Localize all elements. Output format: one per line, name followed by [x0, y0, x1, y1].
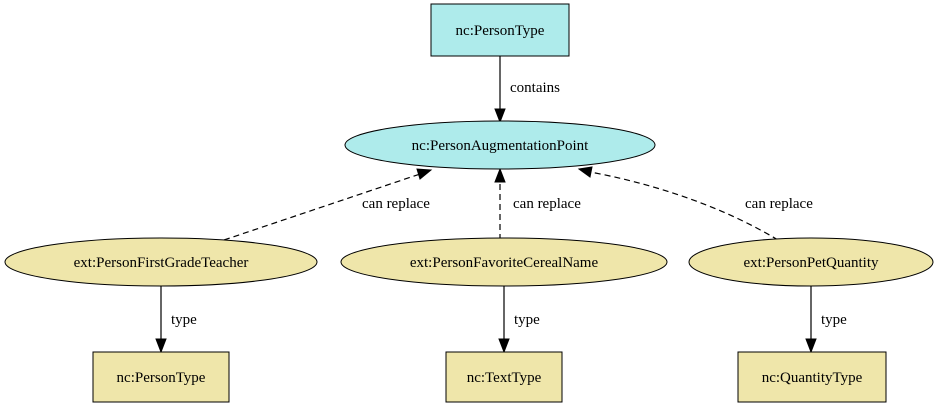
node-pet-quantity-label: ext:PersonPetQuantity [744, 255, 879, 271]
edge-label-type-3: type [821, 312, 847, 328]
node-favorite-cereal-name[interactable]: ext:PersonFavoriteCerealName [340, 237, 668, 287]
node-text-type-label: nc:TextType [467, 370, 542, 386]
node-quantity-type-shape [737, 351, 887, 403]
node-first-grade-teacher-shape [4, 237, 318, 287]
edge-label-contains: contains [510, 80, 560, 96]
edge-label-can-replace-1: can replace [362, 196, 430, 212]
edge-contains: contains [494, 56, 560, 124]
edge-can-replace-teacher: can replace [223, 168, 433, 241]
edge-can-replace-pet: can replace [577, 166, 813, 241]
edge-label-type-1: type [171, 312, 197, 328]
node-person-type-top-label: nc:PersonType [456, 23, 545, 39]
node-person-type-top[interactable]: nc:PersonType [430, 3, 570, 57]
node-quantity-type[interactable]: nc:QuantityType [737, 351, 887, 403]
edge-can-replace-cereal: can replace [494, 167, 581, 240]
node-favorite-cereal-name-label: ext:PersonFavoriteCerealName [410, 255, 599, 271]
node-text-type-shape [445, 351, 563, 403]
node-favorite-cereal-name-shape [340, 237, 668, 287]
node-first-grade-teacher[interactable]: ext:PersonFirstGradeTeacher [4, 237, 318, 287]
node-person-type-bottom[interactable]: nc:PersonType [92, 351, 230, 403]
edge-label-type-2: type [514, 312, 540, 328]
node-augmentation-point[interactable]: nc:PersonAugmentationPoint [344, 120, 656, 170]
node-first-grade-teacher-label: ext:PersonFirstGradeTeacher [74, 255, 249, 271]
edge-type-cereal: type [498, 286, 540, 354]
edge-type-pet: type [805, 286, 847, 354]
edge-label-can-replace-3: can replace [745, 196, 813, 212]
edge-type-teacher: type [155, 286, 197, 354]
node-pet-quantity[interactable]: ext:PersonPetQuantity [688, 237, 934, 287]
node-augmentation-point-label: nc:PersonAugmentationPoint [412, 138, 589, 154]
node-person-type-top-shape [430, 3, 570, 57]
edge-label-can-replace-2: can replace [513, 196, 581, 212]
node-person-type-bottom-shape [92, 351, 230, 403]
node-text-type[interactable]: nc:TextType [445, 351, 563, 403]
node-augmentation-point-shape [344, 120, 656, 170]
node-pet-quantity-shape [688, 237, 934, 287]
node-person-type-bottom-label: nc:PersonType [117, 370, 206, 386]
node-quantity-type-label: nc:QuantityType [762, 370, 863, 386]
